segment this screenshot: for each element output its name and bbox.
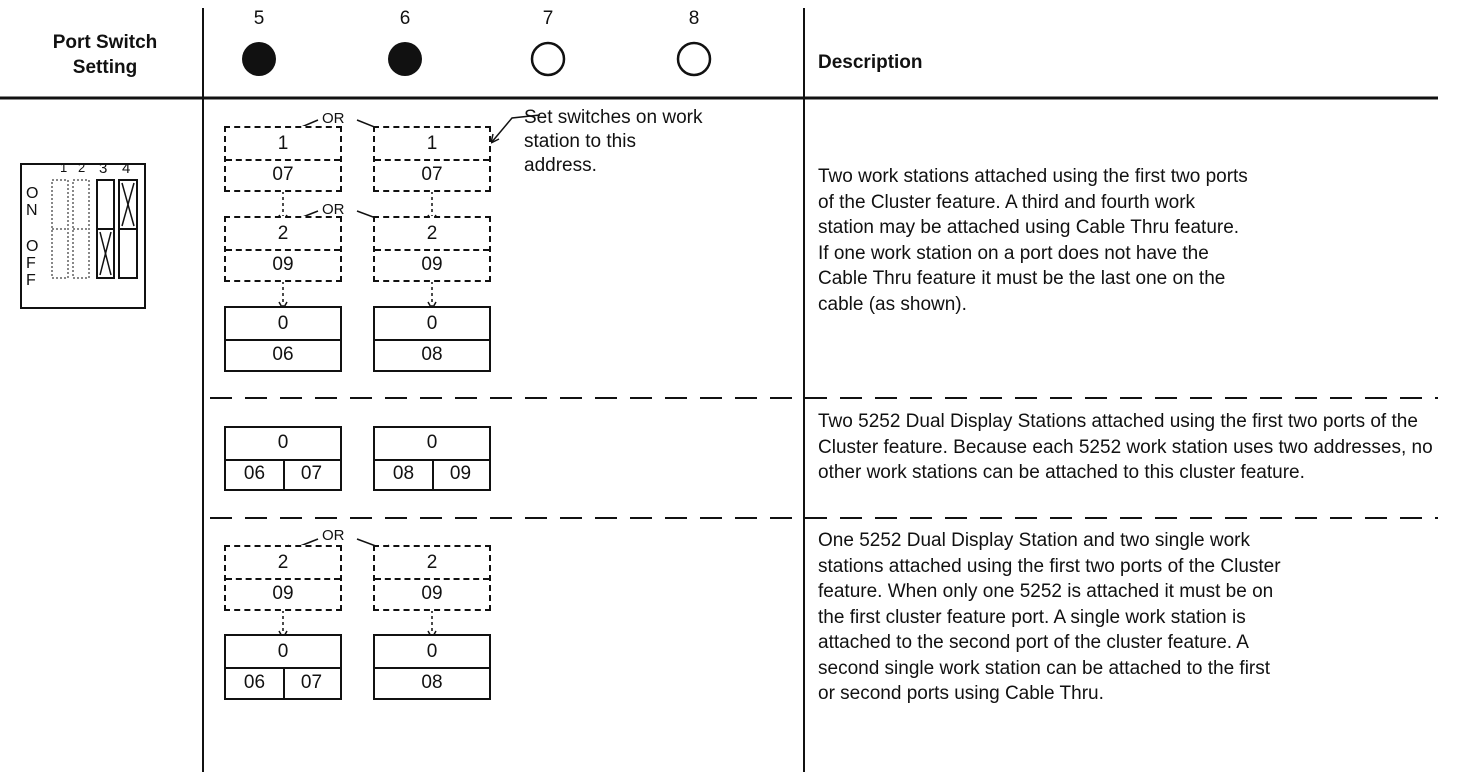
- indicator-6-filled: [388, 42, 422, 76]
- address-box-dual: 0 06 07: [224, 426, 342, 491]
- address-box-dashed: 2 09: [224, 545, 342, 611]
- indicator-5-filled: [242, 42, 276, 76]
- address-box: 0 08: [373, 306, 491, 372]
- indicator-7-open: [530, 41, 566, 77]
- address-box: 0 06: [224, 306, 342, 372]
- or-label: OR: [320, 527, 347, 544]
- switch-number-3: 3: [99, 160, 108, 177]
- port-switch-diagram: [20, 163, 146, 309]
- header-description: Description: [818, 52, 923, 73]
- switch-number-2: 2: [78, 160, 86, 175]
- header-col-7: 7: [542, 8, 554, 29]
- header-port-switch-setting: Port Switch Setting: [52, 32, 158, 78]
- header-col-5: 5: [253, 8, 265, 29]
- address-box: 0 08: [373, 634, 491, 700]
- row3-description: One 5252 Dual Display Station and two si…: [818, 530, 1281, 704]
- address-box-dashed: 1 07: [373, 126, 491, 192]
- header-col-6: 6: [399, 8, 411, 29]
- address-box-dual: 0 08 09: [373, 426, 491, 491]
- row2-description: Two 5252 Dual Display Stations attached …: [818, 411, 1433, 483]
- switch-number-4: 4: [122, 160, 131, 177]
- address-box-dashed: 2 09: [373, 216, 491, 282]
- address-box-dashed: 2 09: [224, 216, 342, 282]
- address-box-dashed: 1 07: [224, 126, 342, 192]
- address-box-dashed: 2 09: [373, 545, 491, 611]
- or-label: OR: [320, 110, 347, 127]
- or-label: OR: [320, 201, 347, 218]
- annotation-set-switches: Set switches on work station to this add…: [524, 107, 703, 176]
- indicator-8-open: [676, 41, 712, 77]
- row1-description: Two work stations attached using the fir…: [818, 166, 1248, 315]
- switch-number-1: 1: [60, 160, 68, 175]
- header-col-8: 8: [688, 8, 700, 29]
- address-box-dual: 0 06 07: [224, 634, 342, 700]
